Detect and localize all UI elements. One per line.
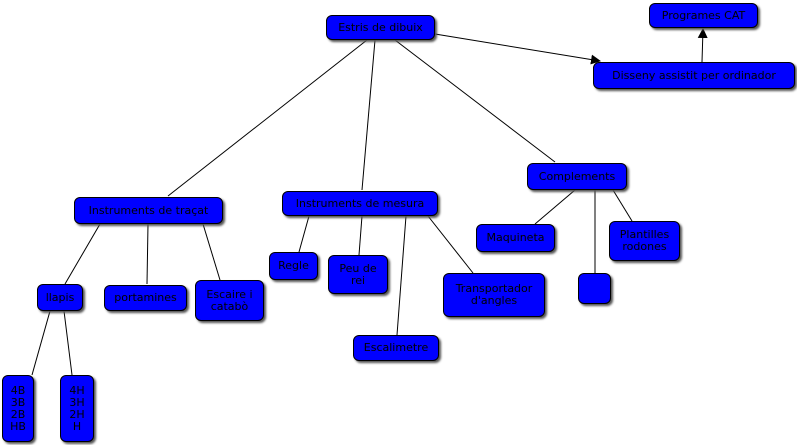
node-instruments-mesura[interactable]: Instruments de mesura [282, 191, 438, 216]
node-peu-de-rei[interactable]: Peu de rei [328, 255, 388, 294]
node-escaire-catabo[interactable]: Escaire i catabò [195, 280, 264, 321]
node-complements[interactable]: Complements [527, 163, 627, 190]
node-estris-de-dibuix[interactable]: Estris de dibuix [326, 15, 435, 40]
link-tracat-llapis [64, 223, 101, 285]
link-tracat-escaire [202, 223, 221, 281]
link-llapis-hard [63, 310, 73, 376]
node-maquineta[interactable]: Maquineta [476, 224, 555, 252]
link-mesura-transportador [427, 215, 474, 274]
link-root-mesura [361, 39, 376, 191]
node-blank[interactable] [578, 273, 611, 304]
link-mesura-escalimetre [396, 215, 407, 336]
node-regle[interactable]: Regle [269, 252, 318, 280]
link-llapis-soft [31, 310, 51, 376]
link-complements-maquineta [534, 189, 576, 225]
node-pencil-grades-b[interactable]: 4B 3B 2B HB [2, 375, 34, 442]
node-portamines[interactable]: portamines [104, 285, 187, 311]
link-root-tracat [167, 39, 368, 197]
node-disseny-assistit[interactable]: Disseny assistit per ordinador [593, 62, 795, 89]
node-llapis[interactable]: llapis [37, 284, 83, 311]
node-transportador-angles[interactable]: Transportador d'angles [443, 273, 545, 317]
link-root-complements [394, 39, 556, 163]
link-assistit-cat [697, 28, 708, 63]
node-programes-cat[interactable]: Programes CAT [649, 3, 758, 28]
node-escalimetre[interactable]: Escalimetre [353, 335, 439, 361]
link-tracat-portamines [146, 223, 149, 285]
link-mesura-peu [358, 215, 363, 256]
node-instruments-tracat[interactable]: Instruments de traçat [74, 197, 223, 224]
link-mesura-regle [298, 215, 310, 253]
link-complements-plantilles [612, 189, 633, 222]
node-pencil-grades-h[interactable]: 4H 3H 2H H [60, 375, 94, 442]
node-plantilles-rodones[interactable]: Plantilles rodones [609, 221, 680, 261]
link-root-assistit [434, 33, 601, 65]
